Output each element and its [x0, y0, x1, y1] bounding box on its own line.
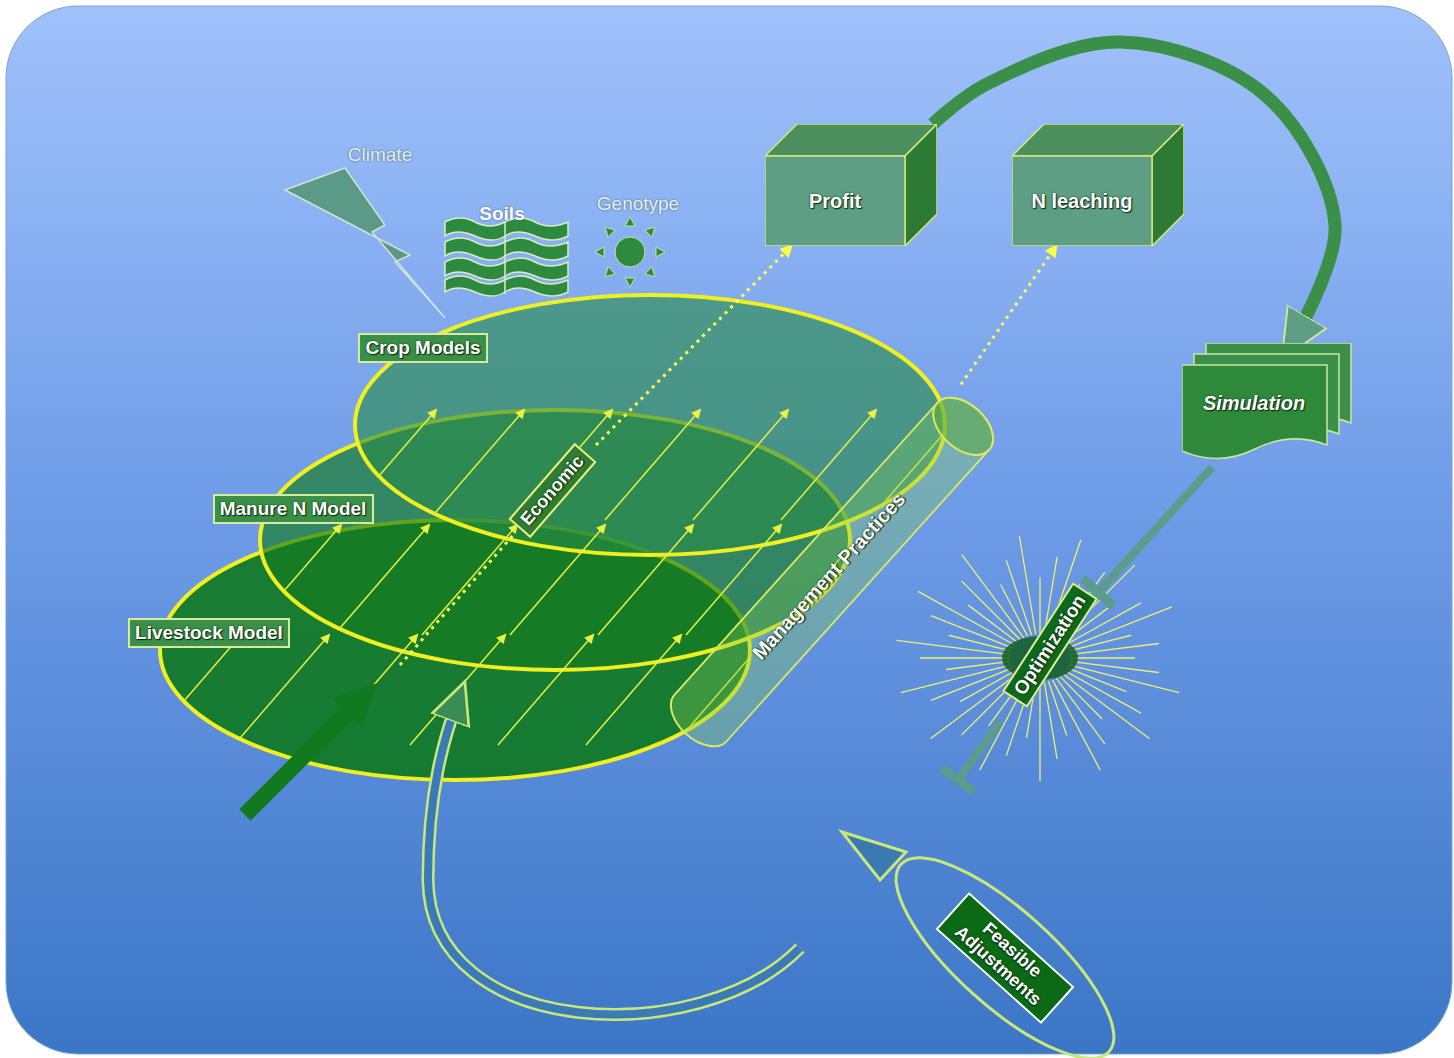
stroke-line [1070, 643, 1159, 654]
stroke-line [920, 657, 1010, 658]
ellipse-shape [922, 387, 1003, 467]
document-stack: Simulation [1182, 343, 1357, 468]
stroke-line [1052, 680, 1100, 770]
stroke-line [896, 640, 1010, 654]
factor-label: Soils [479, 203, 524, 225]
stroke-line [605, 410, 700, 520]
path-shape [428, 700, 800, 1014]
polygon-shape [595, 247, 604, 257]
stroke-line [429, 410, 524, 520]
polygon-shape [625, 217, 635, 226]
div-shape: Livestock Model [135, 622, 283, 644]
cube-shape [765, 124, 937, 246]
stroke-line [918, 591, 1015, 645]
node-text: Manure N Model [220, 498, 367, 520]
stroke-line [1070, 657, 1135, 658]
polygon-shape [285, 168, 445, 318]
stroke-line [962, 554, 1024, 637]
stroke-line [1006, 560, 1031, 635]
cube-shape [1012, 124, 1184, 246]
curved-flow-arrow [933, 42, 1335, 343]
stroke-line [961, 581, 1020, 640]
stroke-line [400, 533, 515, 665]
ellipse-shape [869, 829, 1141, 1058]
stroke-line [958, 722, 1000, 780]
polygon-shape [605, 227, 615, 237]
output-box: N leaching [1012, 124, 1184, 246]
stroke-line [1019, 536, 1035, 634]
dotted-arrow [961, 246, 1056, 384]
path-shape [445, 276, 568, 296]
stroke-line [693, 410, 788, 520]
polygon-shape [605, 267, 615, 277]
path-shape [660, 387, 1004, 758]
rect-shape [6, 6, 1452, 1054]
stroke-line [146, 635, 241, 745]
g-shape [146, 410, 964, 745]
path-shape [1182, 365, 1327, 459]
rect-shape [765, 156, 905, 246]
g-shape [445, 218, 568, 296]
stroke-line [504, 222, 506, 294]
polygon-shape [656, 247, 665, 257]
stroke-line [410, 635, 505, 745]
div-shape: Crop Models [365, 337, 480, 359]
div-shape: Manure N Model [220, 498, 367, 520]
stroke-line [586, 635, 681, 745]
node-text: N leaching [1031, 190, 1132, 213]
stroke-line [498, 635, 593, 745]
tee-connector [1098, 468, 1212, 593]
g-shape [146, 635, 769, 745]
div-shape: N leaching [1012, 156, 1152, 246]
node-text: Simulation [1203, 392, 1305, 415]
circle-shape [615, 237, 645, 267]
div-shape: Simulation [1182, 365, 1327, 443]
g-shape [896, 536, 1179, 781]
polygon-shape [645, 227, 655, 237]
model-label: Crop Models [358, 333, 488, 363]
polygon-shape [625, 278, 635, 287]
path-shape [428, 700, 800, 1014]
factor-label: Climate [348, 144, 412, 166]
stroke-line [510, 525, 605, 635]
rect-shape [1012, 156, 1152, 246]
stroke-line [968, 605, 1017, 642]
stroke-line [1070, 661, 1159, 672]
stroke-line [1039, 577, 1040, 634]
g-shape [595, 217, 665, 287]
stroke-line [946, 661, 1010, 669]
stroke-line [598, 525, 693, 635]
stroke-line [245, 698, 362, 815]
stroke-line [901, 665, 1011, 693]
stroke-line [931, 668, 1013, 700]
stroke-line [1044, 682, 1057, 759]
factor-label: Genotype [597, 193, 679, 215]
stroke-line [334, 525, 429, 635]
stroke-line [1065, 671, 1141, 713]
model-label: Manure N Model [213, 494, 374, 524]
stroke-line [1063, 674, 1150, 739]
stroke-line [1069, 635, 1131, 651]
model-label: Livestock Model [128, 618, 290, 648]
polygon-shape [905, 124, 937, 246]
stroke-line [422, 525, 517, 635]
stroke-line [1039, 682, 1040, 781]
dotted-arrow [596, 246, 791, 445]
node-text: Livestock Model [135, 622, 283, 644]
node-text: Profit [809, 190, 861, 213]
path-shape [445, 238, 568, 260]
stroke-line [234, 635, 329, 745]
polygon-shape [1152, 124, 1184, 246]
output-box: Profit [765, 124, 937, 246]
polygon-shape [645, 267, 655, 277]
polygon-shape [842, 832, 906, 880]
stroke-line [1069, 665, 1179, 693]
node-text: Crop Models [365, 337, 480, 359]
div-shape: Profit [765, 156, 905, 246]
